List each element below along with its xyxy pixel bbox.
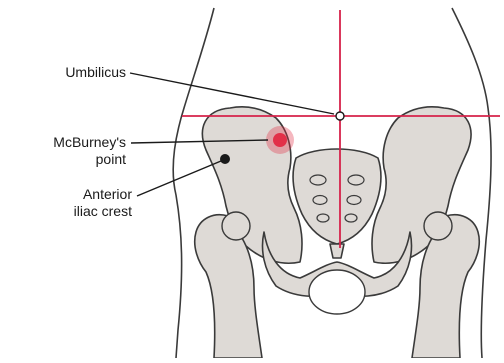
body-outline-left — [173, 8, 214, 358]
iliac-crest-label-line1: Anterior — [40, 186, 132, 203]
iliac-crest-marker — [220, 154, 230, 164]
umbilicus-marker — [336, 112, 344, 120]
sacrum — [293, 149, 381, 244]
pelvic-outlet — [309, 270, 365, 314]
mcburney-label-line2: point — [28, 151, 126, 168]
mcburney-label: McBurney's point — [28, 134, 126, 168]
iliac-crest-label: Anterior iliac crest — [40, 186, 132, 220]
coccyx — [330, 244, 344, 258]
umbilicus-label: Umbilicus — [34, 64, 126, 81]
iliac-crest-label-line2: iliac crest — [40, 203, 132, 220]
right-femoral-head — [424, 212, 452, 240]
umbilicus-label-text: Umbilicus — [65, 64, 126, 80]
iliac-crest-leader — [137, 161, 221, 196]
mcburney-point-marker — [273, 133, 287, 147]
left-femoral-head — [222, 212, 250, 240]
mcburney-label-line1: McBurney's — [28, 134, 126, 151]
